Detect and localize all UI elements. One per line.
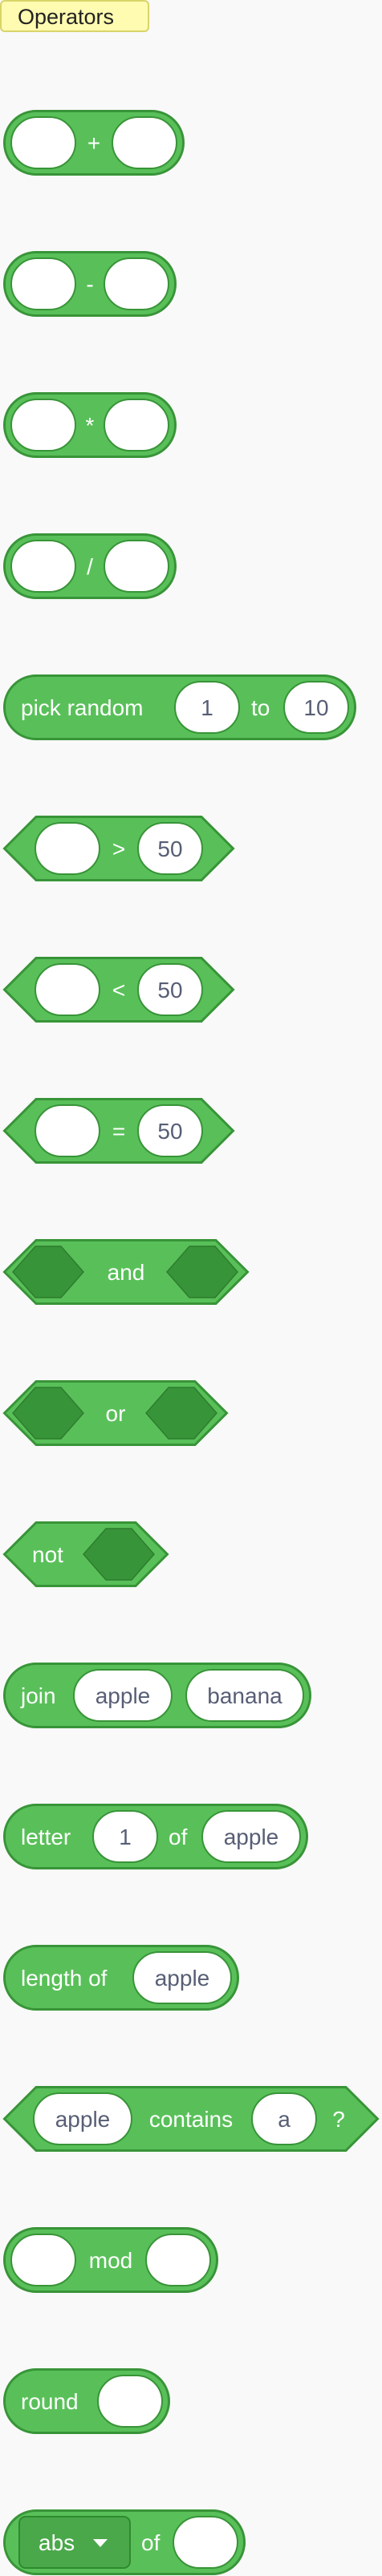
input-value: 50	[157, 1119, 182, 1144]
number-input[interactable]	[104, 540, 169, 593]
input-value: apple	[224, 1825, 279, 1849]
join-block[interactable]: join apple banana	[3, 1663, 311, 1728]
number-input[interactable]	[10, 116, 76, 169]
block-label: or	[106, 1401, 126, 1426]
subtract-block[interactable]: -	[3, 251, 177, 317]
divide-block[interactable]: /	[3, 533, 177, 599]
text-input[interactable]	[185, 1669, 304, 1722]
input-value: 1	[201, 695, 213, 720]
function-dropdown[interactable]: abs	[18, 2516, 131, 2569]
text-input[interactable]	[137, 822, 203, 875]
boolean-slot[interactable]	[145, 1387, 217, 1440]
text-input[interactable]	[35, 822, 100, 875]
text-input[interactable]	[33, 2092, 132, 2145]
text-input[interactable]	[132, 1951, 232, 2004]
boolean-slot[interactable]	[12, 1387, 84, 1440]
math-function-block[interactable]: abs of	[3, 2509, 246, 2575]
input-value: apple	[155, 1966, 210, 1991]
operator-symbol: -	[86, 272, 93, 297]
greater-than-block[interactable]: > 50	[2, 816, 235, 881]
caret-down-icon	[93, 2539, 108, 2547]
number-input[interactable]	[10, 540, 76, 593]
number-input[interactable]	[283, 681, 349, 734]
number-input[interactable]	[145, 2234, 211, 2286]
number-input[interactable]	[112, 116, 177, 169]
operator-symbol: /	[87, 554, 93, 579]
operator-symbol: <	[112, 978, 125, 1002]
boolean-slot[interactable]	[83, 1528, 155, 1581]
block-label: to	[251, 695, 270, 720]
block-label: and	[108, 1260, 145, 1285]
length-of-block[interactable]: length of apple	[3, 1945, 239, 2011]
text-input[interactable]	[137, 963, 203, 1016]
not-block[interactable]: not	[2, 1521, 169, 1587]
input-value: 10	[303, 695, 328, 720]
question-mark: ?	[332, 2107, 345, 2132]
add-block[interactable]: +	[3, 110, 185, 176]
number-input[interactable]	[92, 1810, 158, 1863]
block-label: of	[141, 2530, 161, 2555]
text-input[interactable]	[73, 1669, 173, 1722]
block-label: contains	[149, 2107, 233, 2132]
input-value: 50	[157, 978, 182, 1002]
contains-block[interactable]: apple contains a ?	[2, 2086, 380, 2152]
equals-block[interactable]: = 50	[2, 1098, 235, 1164]
and-block[interactable]: and	[2, 1239, 250, 1305]
letter-of-block[interactable]: letter 1 of apple	[3, 1804, 308, 1869]
pick-random-block[interactable]: pick random 1 to 10	[3, 674, 356, 740]
less-than-block[interactable]: < 50	[2, 957, 235, 1023]
or-block[interactable]: or	[2, 1380, 229, 1446]
number-input[interactable]	[174, 681, 240, 734]
number-input[interactable]	[10, 257, 76, 310]
input-value: banana	[207, 1683, 282, 1708]
block-label: not	[32, 1542, 63, 1567]
boolean-slot[interactable]	[12, 1245, 84, 1298]
block-label: round	[21, 2389, 79, 2414]
text-input[interactable]	[137, 1104, 203, 1157]
block-label: letter	[21, 1825, 71, 1849]
mod-block[interactable]: mod	[3, 2227, 218, 2293]
text-input[interactable]	[35, 963, 100, 1016]
number-input[interactable]	[173, 2516, 238, 2569]
number-input[interactable]	[104, 257, 169, 310]
block-label: of	[169, 1825, 188, 1849]
number-input[interactable]	[10, 399, 76, 452]
block-label: pick random	[21, 695, 144, 720]
input-value: 1	[119, 1825, 132, 1849]
text-input[interactable]	[201, 1810, 301, 1863]
operator-symbol: *	[86, 413, 95, 438]
block-label: length of	[21, 1966, 108, 1991]
boolean-slot[interactable]	[166, 1245, 238, 1298]
operator-symbol: >	[112, 836, 125, 861]
input-value: a	[278, 2107, 291, 2132]
dropdown-value: abs	[39, 2530, 75, 2555]
multiply-block[interactable]: *	[3, 392, 177, 458]
operator-symbol: =	[112, 1119, 125, 1144]
round-block[interactable]: round	[3, 2368, 170, 2434]
text-input[interactable]	[251, 2092, 317, 2145]
operator-symbol: +	[87, 131, 100, 156]
input-value: apple	[55, 2107, 111, 2132]
category-label: Operators	[0, 0, 149, 32]
block-label: join	[20, 1683, 56, 1708]
number-input[interactable]	[104, 399, 169, 452]
text-input[interactable]	[35, 1104, 100, 1157]
block-label: mod	[89, 2248, 132, 2273]
input-value: 50	[157, 836, 182, 861]
number-input[interactable]	[97, 2375, 163, 2428]
number-input[interactable]	[10, 2234, 76, 2286]
input-value: apple	[96, 1683, 151, 1708]
